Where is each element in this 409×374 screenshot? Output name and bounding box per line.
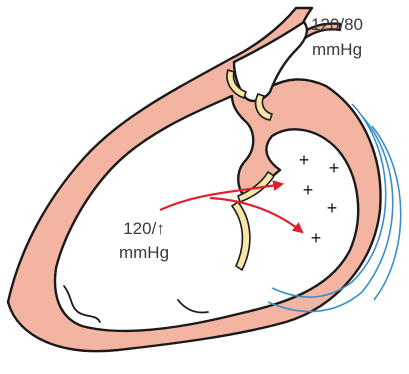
ventricle-pressure-label-line2: mmHg bbox=[119, 243, 169, 262]
pressure-plus-mark: + bbox=[327, 198, 338, 218]
aorta-pressure-label-line2: mmHg bbox=[312, 40, 362, 59]
aorta-pressure-label-line1: 120/80 bbox=[311, 15, 363, 34]
pressure-plus-mark: + bbox=[311, 228, 322, 248]
pressure-plus-mark: + bbox=[299, 150, 310, 170]
pressure-plus-mark: + bbox=[329, 158, 340, 178]
ventricle-pressure-label-line1: 120/↑ bbox=[123, 219, 165, 238]
pressure-plus-mark: + bbox=[303, 180, 314, 200]
